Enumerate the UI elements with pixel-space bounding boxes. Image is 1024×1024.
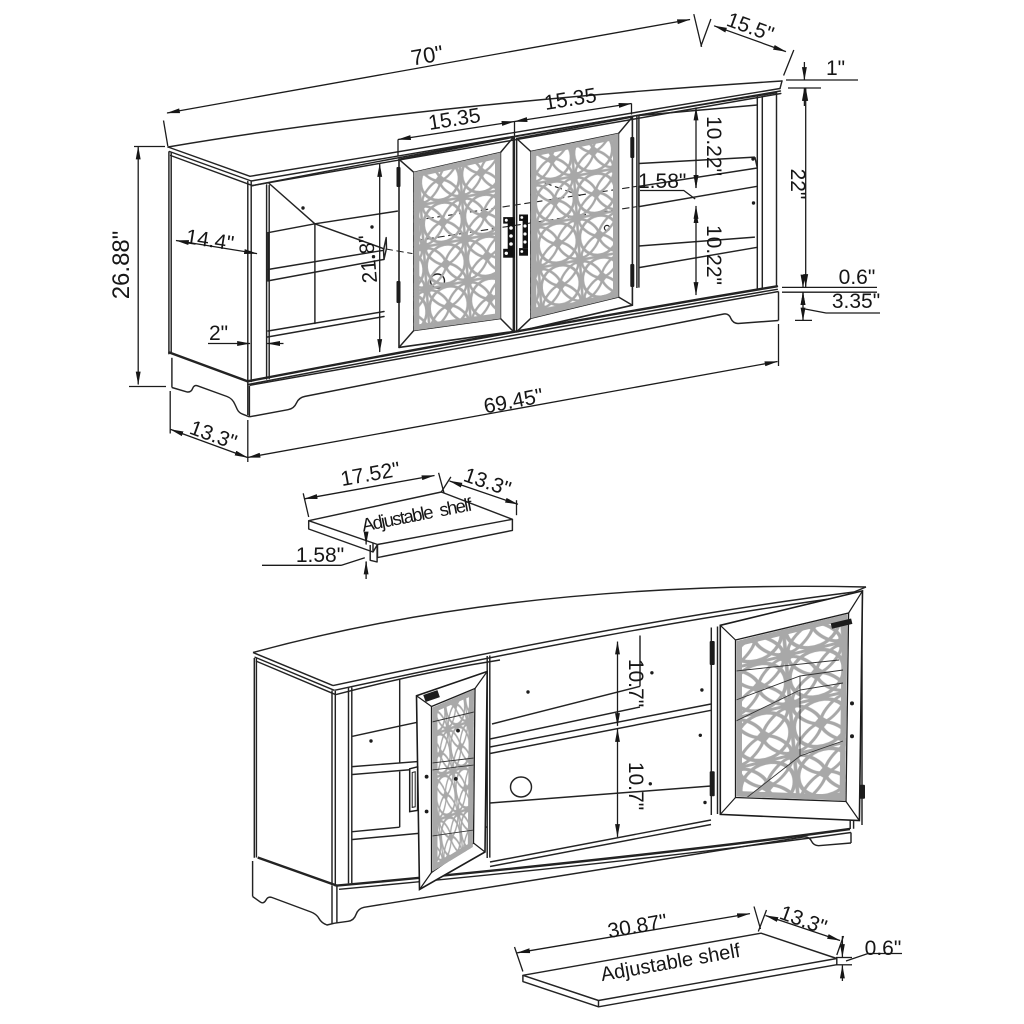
svg-text:22": 22": [786, 169, 809, 200]
svg-text:0.6": 0.6": [865, 937, 902, 960]
svg-text:70": 70": [409, 40, 445, 70]
svg-text:10.7": 10.7": [624, 659, 647, 707]
svg-text:21.8": 21.8": [355, 234, 382, 284]
svg-text:2": 2": [209, 322, 228, 345]
svg-text:10.22": 10.22": [702, 116, 725, 176]
svg-text:26.88": 26.88": [108, 231, 135, 300]
svg-text:1.58": 1.58": [296, 544, 344, 567]
svg-text:3.35": 3.35": [832, 290, 880, 313]
svg-text:10.22": 10.22": [702, 225, 725, 285]
svg-text:0.6": 0.6": [839, 266, 876, 289]
svg-text:10.7": 10.7": [624, 762, 647, 810]
svg-text:1.58": 1.58": [638, 170, 686, 193]
svg-text:1": 1": [826, 57, 845, 80]
